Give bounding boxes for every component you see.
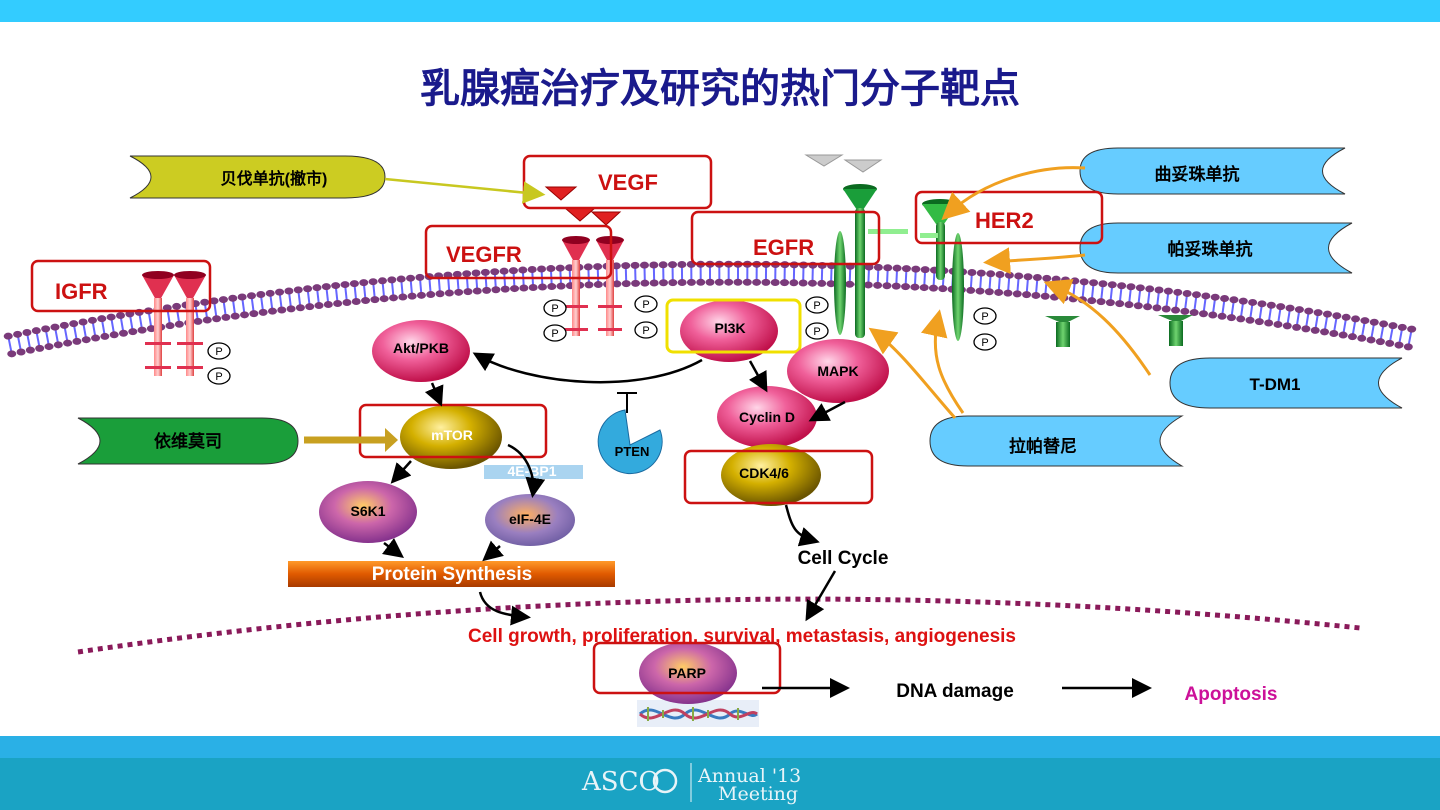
phosphate-icon: P: [805, 296, 829, 314]
akt-node: [372, 320, 470, 382]
asco-logo-text: ASCO: [581, 767, 660, 797]
drug-bevacizumab: 贝伐单抗(撤市): [129, 155, 386, 199]
pi3k-highlight-box: [665, 298, 802, 354]
drug-everolimus-label: 依维莫司: [154, 431, 222, 451]
target-egfr-label: EGFR: [753, 235, 814, 260]
phosphate-icon: P: [634, 295, 658, 313]
phosphate-label: P: [215, 346, 222, 358]
pten-label: PTEN: [615, 444, 650, 459]
ebp1-bar: [484, 465, 583, 479]
phosphate-icon: P: [543, 299, 567, 317]
phosphate-icon: P: [207, 342, 231, 360]
s6k1-node: [319, 481, 417, 543]
drug-lapatinib: 拉帕替尼: [929, 415, 1184, 467]
igfr-receptor: [142, 271, 206, 376]
drug-trastuzumab-label: 曲妥珠单抗: [1155, 164, 1240, 184]
nuclear-membrane: [77, 596, 1361, 655]
meeting-label: Meeting: [718, 783, 798, 805]
asco-logo: ASCO Annual '13 Meeting: [581, 763, 801, 805]
phosphate-label: P: [215, 371, 222, 383]
egfr-receptor: [834, 184, 908, 338]
phosphate-label: P: [981, 337, 988, 349]
mapk-label: MAPK: [817, 363, 858, 379]
footer-bar: [0, 758, 1440, 810]
phosphate-icon: P: [973, 307, 997, 325]
drug-tdm1-label: T-DM1: [1250, 375, 1301, 394]
target-cdk46-label: CDK4/6: [739, 465, 789, 481]
target-box-vegfr: [424, 224, 613, 280]
target-vegfr-label: VEGFR: [446, 242, 522, 267]
phosphate-label: P: [813, 300, 820, 312]
protein-synthesis-bar: [288, 561, 615, 587]
phosphate-icon: P: [207, 367, 231, 385]
drug-tdm1: T-DM1: [1169, 357, 1403, 409]
cell-cycle-label: Cell Cycle: [798, 548, 889, 569]
s6k1-label: S6K1: [350, 503, 385, 519]
phosphate-groups: P P P P P P P P P P: [207, 295, 997, 385]
drug-everolimus: 依维莫司: [77, 417, 299, 465]
phosphate-label: P: [642, 325, 649, 337]
parp-node: [639, 642, 737, 704]
pi3k-node: [680, 300, 778, 362]
drug-lapatinib-label: 拉帕替尼: [1009, 436, 1077, 456]
protein-synthesis-label: Protein Synthesis: [372, 564, 533, 585]
cyclin-d-node: [717, 386, 817, 448]
phosphate-label: P: [813, 326, 820, 338]
phosphate-icon: P: [543, 324, 567, 342]
page-title: 乳腺癌治疗及研究的热门分子靶点: [420, 66, 1020, 112]
pten-node: PTEN: [597, 392, 663, 475]
phosphate-icon: P: [973, 333, 997, 351]
vegf-ligands: [544, 186, 622, 226]
target-box-mtor: [358, 403, 548, 459]
arrow-her2-drugs: [868, 166, 1152, 419]
cyclin-d-label: Cyclin D: [739, 409, 795, 425]
drug-trastuzumab: 曲妥珠单抗: [1079, 147, 1346, 195]
pathway-arrows: [382, 352, 1152, 698]
arrow-everolimus-head: [385, 428, 398, 452]
phosphate-icon: P: [805, 322, 829, 340]
egfr-ligands: [804, 154, 883, 173]
target-igfr-label: IGFR: [55, 279, 108, 304]
target-box-parp: [592, 641, 782, 695]
top-bar: [0, 0, 1440, 22]
ebp1-label: 4E-BP1: [507, 463, 556, 479]
drug-pertuzumab-label: 帕妥珠单抗: [1168, 239, 1253, 259]
dna-damage-label: DNA damage: [896, 681, 1014, 702]
target-box-egfr: [690, 210, 881, 266]
drug-pertuzumab: 帕妥珠单抗: [1079, 222, 1353, 274]
target-parp-label: PARP: [668, 665, 706, 681]
phosphate-label: P: [642, 299, 649, 311]
phosphate-label: P: [981, 311, 988, 323]
target-box-cdk46: [683, 449, 874, 505]
apoptosis-label: Apoptosis: [1185, 684, 1278, 705]
footer-band-light: [0, 736, 1440, 758]
mtor-node: [400, 405, 502, 469]
phosphate-icon: P: [634, 321, 658, 339]
target-box-igfr: [30, 259, 212, 313]
target-her2-label: HER2: [975, 208, 1034, 233]
meeting-year-label: Annual '13: [697, 765, 801, 787]
phosphate-label: P: [551, 303, 558, 315]
mapk-node: [787, 339, 889, 403]
cdk46-node: [721, 444, 821, 506]
akt-label: Akt/PKB: [393, 340, 449, 356]
pi3k-label: PI3K: [714, 320, 745, 336]
eif4e-node: [485, 494, 575, 546]
target-mtor-label: mTOR: [431, 427, 473, 443]
other-receptors: [1045, 315, 1193, 347]
target-vegf-label: VEGF: [598, 170, 658, 195]
phosphate-label: P: [551, 328, 558, 340]
vegfr-receptor: [562, 236, 624, 336]
target-box-her2: [914, 190, 1104, 245]
drug-bevacizumab-label: 贝伐单抗(撤市): [221, 169, 328, 188]
arrow-bevacizumab: [384, 177, 546, 204]
dna-helix-icon: [637, 700, 759, 727]
eif4e-label: eIF-4E: [509, 511, 551, 527]
